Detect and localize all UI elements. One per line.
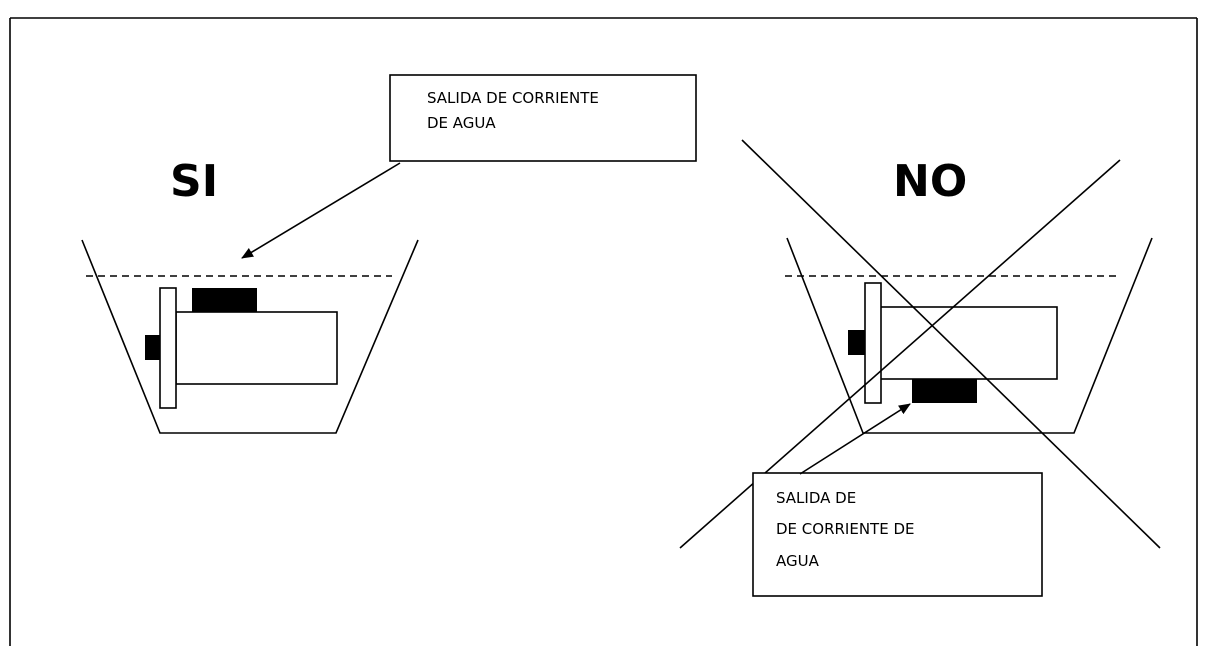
left-pump-body (175, 311, 338, 385)
right-pump-outlet (912, 379, 977, 403)
left-verdict-label: SI (170, 156, 218, 207)
right-callout-line-2: DE CORRIENTE DE (776, 520, 914, 538)
left-pump-flange (159, 287, 177, 409)
left-pump-inlet (145, 335, 160, 360)
left-basin (81, 239, 419, 434)
right-panel: NO SALIDA DE DE CORRIENTE DE AGUA (679, 139, 1161, 597)
page-frame (9, 17, 1198, 646)
right-pump-inlet (848, 330, 865, 355)
right-pump (848, 282, 1058, 404)
right-callout-line-3: AGUA (776, 552, 820, 570)
left-pump (145, 287, 338, 409)
right-pump-flange (864, 282, 882, 404)
right-callout-box (752, 472, 1043, 597)
right-basin (786, 237, 1153, 434)
left-callout-line-2: DE AGUA (427, 114, 496, 132)
left-callout-line-1: SALIDA DE CORRIENTE (427, 89, 599, 107)
right-callout-arrow (799, 403, 911, 475)
left-callout-box (389, 74, 697, 162)
left-pump-outlet (192, 288, 257, 312)
right-callout-line-1: SALIDA DE (776, 489, 856, 507)
left-panel: SI SALIDA DE CORRIENTE DE AGUA (81, 74, 697, 434)
right-pump-body (879, 306, 1058, 380)
right-verdict-label: NO (893, 156, 967, 207)
cross-out-line-1 (741, 139, 1161, 549)
left-callout-arrow (241, 162, 401, 259)
